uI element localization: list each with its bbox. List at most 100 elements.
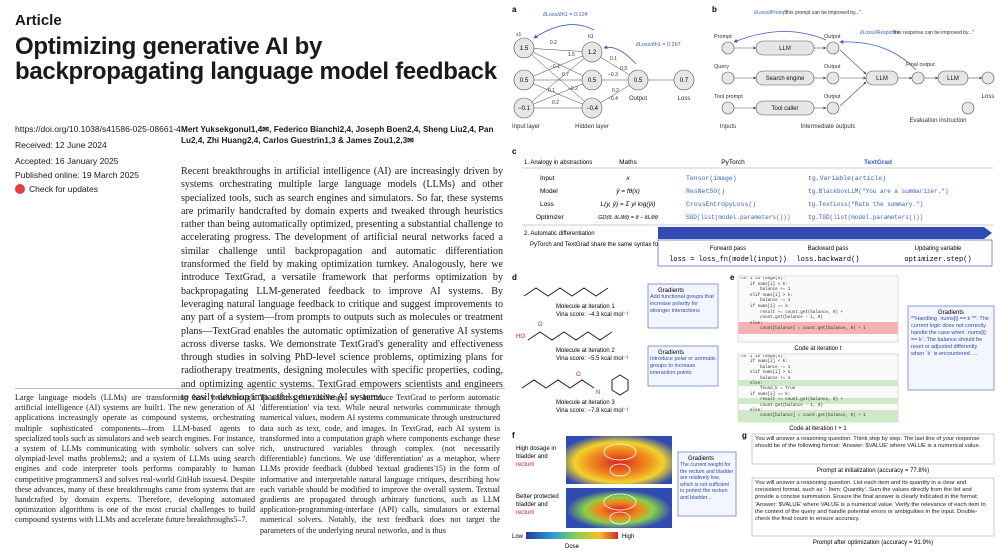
row-model: Model ŷ = fθ(x) ResNet50() tg.BlackboxLL…	[540, 188, 948, 195]
llm-2-label: LLM	[876, 76, 888, 82]
dose-label-1a: High dosage in	[516, 446, 556, 452]
output-3: Output	[824, 94, 841, 100]
weight-5: 0.1	[548, 88, 555, 94]
prompt-caption-2: Prompt after optimization (accuracy = 91…	[813, 540, 933, 546]
mol3-label: Molecule at iteration 3	[556, 400, 615, 406]
panel-c-note: PyTorch and TextGrad share the same synt…	[530, 242, 751, 248]
code-caption-2: Code at iteration t + 1	[789, 426, 847, 432]
panel-c-section-1: 1. Analogy in abstractions	[524, 160, 592, 166]
row-model-textgrad: tg.BlackboxLLM("You are a summarizer.")	[808, 188, 948, 195]
check-updates-link[interactable]: Check for updates	[15, 184, 98, 194]
step-backward-title: Backward pass	[808, 246, 849, 252]
search-engine-label: Search engine	[766, 76, 805, 82]
dose-colorbar	[526, 532, 618, 539]
llm-3-label: LLM	[947, 76, 959, 82]
weight-2: 1.5	[568, 52, 575, 58]
weight-10: 0.2	[612, 88, 619, 94]
divider	[15, 388, 505, 389]
row-optimizer-maths: GD(θ, ∂L/∂θ) = θ − ∂L/∂θ	[598, 215, 658, 221]
tool-caller-label: Tool caller	[771, 106, 798, 112]
row-loss-textgrad: tg.TextLoss("Rate the summary.")	[808, 201, 923, 208]
figure-1: a ∂Loss/∂h1 = 0.124 ∂Loss/∂h1 = 0.267 1.…	[512, 5, 995, 550]
dose-label-1c: rectum	[516, 462, 534, 468]
mol3-atom-o: O	[576, 372, 581, 378]
row-optimizer-pytorch: SGD(list(model.parameters()))	[686, 214, 790, 221]
panel-d: d Molecule at iteration 1 Vina score: −4…	[512, 273, 719, 414]
row-optimizer-textgrad: tg.TGD(list(model.parameters()))	[808, 214, 923, 221]
evaluation-instruction-label: Evaluation instruction	[909, 118, 966, 124]
dose-label-2c: rectum	[516, 510, 534, 516]
panel-d-grad1-text: Add functional groups that increase pola…	[650, 294, 714, 314]
weight-7: 0.2	[552, 100, 559, 106]
panel-e: e for i in range(n): if nums[i] < k: bal…	[730, 273, 995, 432]
weight-6: −0.2	[568, 86, 578, 92]
row-loss-pytorch: CrossEntropyLoss()	[686, 201, 756, 208]
col-maths: Maths	[619, 159, 637, 166]
body-column-2: To address this challenge, we introduce …	[260, 393, 500, 535]
weight-12: 0.3	[620, 66, 627, 72]
auto-diff-arrow	[658, 227, 992, 239]
intermediate-outputs-label: Intermediate outputs	[801, 124, 856, 130]
abstract: Recent breakthroughs in artificial intel…	[181, 166, 503, 404]
panel-c-section-2: 2. Automatic differentiation	[524, 231, 595, 237]
node-query: Query	[714, 64, 729, 70]
panel-e-letter: e	[730, 273, 735, 282]
scale-low-label: Low	[512, 534, 524, 540]
weight-8: 0.1	[610, 56, 617, 62]
prompt-caption-1: Prompt at initialization (accuracy = 77.…	[817, 468, 929, 474]
vina3-label: Vina score: −7.8 kcal mol⁻¹	[556, 408, 628, 414]
author-list: Mert Yuksekgonul1,4✉, Federico Bianchi2,…	[181, 125, 494, 145]
panel-b-grad2-label: ∂Loss/∂Response	[860, 30, 900, 36]
step-update-code: optimizer.step()	[904, 256, 971, 264]
published-date: Published online: 19 March 2025	[15, 170, 139, 180]
row-optimizer-label: Optimizer	[536, 214, 565, 221]
code-iteration-t-plus-1: for i in range(n): if nums[i] < k: balan…	[740, 355, 866, 419]
scale-dose-label: Dose	[565, 544, 580, 550]
received-date: Received: 12 June 2024	[15, 140, 107, 150]
prompt-initial: You will answer a reasoning question. Th…	[755, 436, 981, 450]
accepted-date: Accepted: 16 January 2025	[15, 156, 119, 166]
step-backward-code: loss.backward()	[796, 256, 859, 264]
panel-e-grad-text: **Handling `nums[i] == k`**: The current…	[911, 316, 989, 357]
output-node: 0.5	[634, 78, 643, 84]
scale-high-label: High	[622, 534, 634, 540]
panel-f-grad-text: The current weight for the rectum and bl…	[680, 462, 734, 501]
inputs-label: Inputs	[720, 124, 736, 130]
row-model-pytorch: ResNet50()	[686, 188, 725, 195]
hidden-node-2: 0.5	[588, 78, 597, 84]
mol2-atom-ho: HO	[516, 334, 525, 340]
hidden-layer-label: Hidden layer	[575, 124, 609, 130]
panel-f-grad-title: Gradients	[688, 456, 714, 462]
output-label: Output	[629, 96, 647, 102]
input-layer-label: Input layer	[512, 124, 540, 130]
x1-label: x1	[516, 32, 522, 38]
row-loss-maths: L(y, ŷ) = Σ yi log(ŷi)	[601, 201, 656, 208]
article-kicker: Article	[15, 12, 62, 29]
panel-f-letter: f	[512, 431, 515, 440]
panel-a: a ∂Loss/∂h1 = 0.124 ∂Loss/∂h1 = 0.267 1.…	[512, 5, 695, 130]
mol3-atom-n: N	[596, 390, 600, 396]
panel-g-letter: g	[742, 431, 747, 440]
mol2-atom-o: O	[538, 322, 543, 328]
code-caption-1: Code at iteration t	[794, 346, 842, 352]
panel-c-letter: c	[512, 147, 517, 156]
hidden-node-1: 1.2	[588, 50, 597, 56]
mol2-label: Molecule at iteration 2	[556, 348, 615, 354]
body-column-1: Large language models (LLMs) are transfo…	[15, 393, 255, 525]
row-input: Input x Tensor(image) tg.Variable(articl…	[540, 175, 886, 182]
llm-1-label: LLM	[779, 46, 791, 52]
panel-b-grad1-label: ∂Loss/∂Prompt	[754, 10, 788, 16]
mol1-label: Molecule at iteration 1	[556, 304, 615, 310]
weight-4: 0.7	[562, 72, 569, 78]
prompt-optimized: You will answer a reasoning question. Li…	[755, 480, 986, 523]
weight-9: −0.3	[608, 72, 618, 78]
row-optimizer: Optimizer GD(θ, ∂L/∂θ) = θ − ∂L/∂θ SGD(l…	[536, 214, 923, 221]
doi-link[interactable]: https://doi.org/10.1038/s41586-025-08661…	[15, 124, 181, 134]
row-input-maths: x	[625, 175, 630, 182]
panel-f: f High dosage in bladder and rectum Bett…	[512, 431, 737, 550]
output-1: Output	[824, 34, 841, 40]
panel-c: c 1. Analogy in abstractions Maths PyTor…	[512, 147, 993, 267]
panel-b-loss-label: Loss	[982, 94, 995, 100]
dose-label-2a: Better protected	[516, 494, 559, 500]
panel-b: b ∂Loss/∂Prompt "this prompt can be impr…	[712, 5, 994, 130]
